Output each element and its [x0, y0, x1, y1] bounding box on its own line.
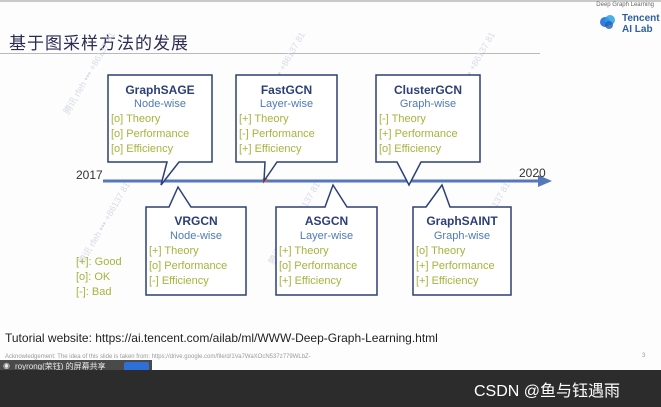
legend-bad: [-]: Bad — [76, 286, 112, 298]
tencent-logo-icon — [600, 15, 615, 29]
screen-share-icon: ◉ — [3, 361, 10, 370]
screen-share-bar[interactable]: ◉ royrong(荣钰) 的屏幕共享 — [0, 360, 152, 373]
brand-tagline: Deep Graph Learning — [596, 2, 654, 8]
box-sub: Layer-wise — [259, 98, 314, 110]
brand-name-line1: Tencent — [622, 13, 660, 24]
screen-share-button[interactable] — [124, 362, 149, 371]
box-sub: Node-wise — [134, 98, 186, 110]
tutorial-link[interactable]: Tutorial website: https://ai.tencent.com… — [5, 331, 438, 345]
rating-performance: [+] Performance — [379, 128, 458, 140]
title-divider — [0, 53, 540, 54]
box-sub: Node-wise — [170, 230, 222, 242]
callout-asgcn: ASGCN Layer-wise [+] Theory [o] Performa… — [275, 183, 378, 296]
callout-graphsaint-shape — [412, 183, 512, 296]
page-number: 3 — [642, 353, 646, 359]
box-sub: Graph-wise — [433, 230, 491, 242]
acknowledgement: Acknowledgement: The idea of this slide … — [5, 354, 311, 360]
callout-clustergcn-shape — [375, 74, 481, 187]
legend-ok: [o]: OK — [76, 271, 111, 283]
rating-theory: [o] Theory — [416, 245, 466, 257]
callout-fastgcn-shape — [235, 74, 338, 184]
brand-name-line2: AI Lab — [622, 24, 653, 35]
rating-efficiency: [-] Efficiency — [149, 275, 209, 287]
callout-graphsage-shape — [107, 74, 213, 186]
rating-performance: [o] Performance — [111, 128, 190, 140]
rating-performance: [o] Performance — [149, 260, 228, 272]
callout-vrgcn: VRGCN Node-wise [+] Theory [o] Performan… — [145, 185, 247, 296]
callout-vrgcn-shape — [145, 185, 247, 296]
rating-theory: [o] Theory — [111, 113, 161, 125]
rating-efficiency: [o] Efficiency — [379, 143, 442, 155]
legend-good: [+]: Good — [76, 256, 122, 268]
callout-fastgcn: FastGCN Layer-wise [+] Theory [-] Perfor… — [235, 74, 338, 184]
box-sub: Layer-wise — [299, 230, 354, 242]
rating-theory: [-] Theory — [379, 113, 426, 125]
screen-share-label: royrong(荣钰) 的屏幕共享 — [15, 362, 106, 371]
timeline-end-year: 2020 — [519, 166, 546, 180]
callout-clustergcn: ClusterGCN Graph-wise [-] Theory [+] Per… — [375, 74, 481, 187]
box-name: FastGCN — [260, 83, 313, 97]
rating-efficiency: [o] Efficiency — [111, 143, 174, 155]
box-name: VRGCN — [174, 214, 218, 228]
footer-band — [0, 370, 661, 407]
callout-asgcn-shape — [275, 183, 378, 296]
box-name: ClusterGCN — [393, 83, 462, 97]
box-name: GraphSAINT — [426, 214, 498, 228]
slide-title: 基于图采样方法的发展 — [9, 34, 189, 54]
csdn-watermark: CSDN @鱼与钰遇雨 — [474, 383, 621, 400]
callout-graphsage: GraphSAGE Node-wise [o] Theory [o] Perfo… — [107, 74, 213, 186]
rating-efficiency: [+] Efficiency — [239, 143, 302, 155]
rating-performance: [-] Performance — [239, 128, 315, 140]
box-sub: Graph-wise — [399, 98, 457, 110]
rating-efficiency: [+] Efficiency — [416, 275, 479, 287]
brand-name: Tencent AI Lab — [622, 13, 660, 35]
top-rule — [0, 0, 661, 2]
rating-performance: [o] Performance — [279, 260, 358, 272]
rating-theory: [+] Theory — [279, 245, 329, 257]
box-name: ASGCN — [304, 214, 349, 228]
timeline-start-year: 2017 — [76, 168, 103, 182]
rating-efficiency: [+] Efficiency — [279, 275, 342, 287]
rating-theory: [+] Theory — [149, 245, 199, 257]
rating-theory: [+] Theory — [239, 113, 289, 125]
box-name: GraphSAGE — [125, 83, 195, 97]
callout-graphsaint: GraphSAINT Graph-wise [o] Theory [+] Per… — [412, 183, 512, 296]
slide: 基于图采样方法的发展 Deep Graph Learning Tencent A… — [0, 0, 661, 360]
rating-performance: [+] Performance — [416, 260, 495, 272]
